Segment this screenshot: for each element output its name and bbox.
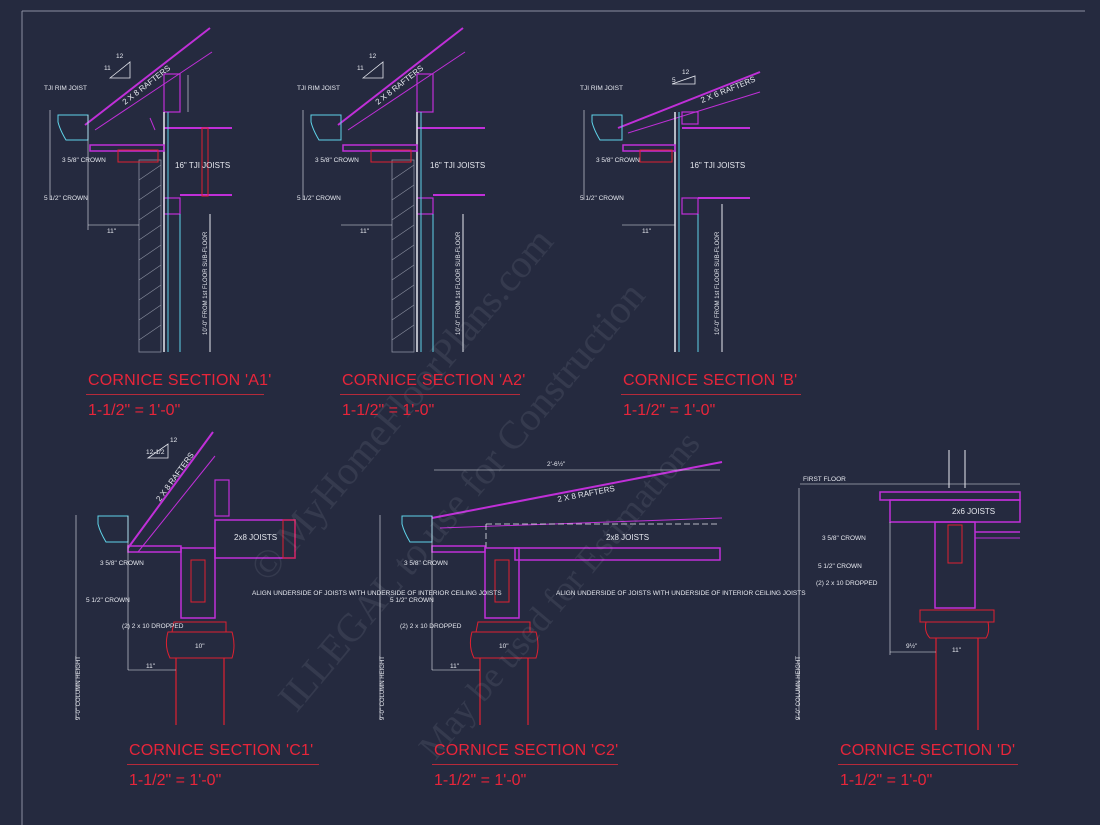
D-dim: 11"	[952, 647, 962, 654]
C1-pitch-rise: 12-1/2	[146, 449, 165, 456]
B-pitch-run: 12	[682, 69, 690, 76]
D-column-label: 9'-0" COLUMN HEIGHT	[796, 656, 802, 720]
scale-C1: 1-1/2" = 1'-0"	[129, 772, 222, 789]
A1-joists-label: 16" TJI JOISTS	[175, 161, 230, 170]
A2-pitch-run: 12	[369, 53, 377, 60]
A1-pitch-rise: 11	[104, 65, 111, 72]
title-A1: CORNICE SECTION 'A1'	[88, 372, 272, 389]
C2-top-dim: 2'-6½"	[547, 460, 566, 468]
C2-rafters-label: 2 X 8 RAFTERS	[557, 484, 616, 504]
title-B: CORNICE SECTION 'B'	[623, 372, 798, 389]
B-dim: 11"	[642, 228, 652, 235]
C1-crown1-label: 3 5/8" CROWN	[100, 560, 144, 567]
D-dim-small: 9½"	[906, 642, 918, 650]
A1-floor-label: 10'-0" FROM 1st FLOOR SUB-FLOOR	[203, 231, 209, 335]
C2-joists-label: 2x8 JOISTS	[606, 533, 649, 542]
D-dropped-label: (2) 2 x 10 DROPPED	[816, 580, 878, 587]
A2-floor-label: 10'-0" FROM 1st FLOOR SUB-FLOOR	[456, 231, 462, 335]
detail-A2	[302, 27, 485, 353]
A1-rim-label: TJI RIM JOIST	[44, 85, 87, 92]
C2-column-label: 9'-0" COLUMN HEIGHT	[380, 656, 386, 720]
D-joists-label: 2x6 JOISTS	[952, 507, 995, 516]
C2-dim2: 10"	[499, 643, 509, 650]
B-rim-label: TJI RIM JOIST	[580, 85, 623, 92]
title-underline-C1	[127, 764, 319, 765]
A2-joists-label: 16" TJI JOISTS	[430, 161, 485, 170]
C2-align-label: ALIGN UNDERSIDE OF JOISTS WITH UNDERSIDE…	[556, 590, 806, 597]
A1-pitch-run: 12	[116, 53, 124, 60]
title-C1: CORNICE SECTION 'C1'	[129, 742, 314, 759]
C1-column-label: 9'-0" COLUMN HEIGHT	[76, 656, 82, 720]
scale-C2: 1-1/2" = 1'-0"	[434, 772, 527, 789]
B-crown2-label: 5 1/2" CROWN	[580, 195, 624, 202]
C1-pitch-run: 12	[170, 437, 178, 444]
A1-crown2-label: 5 1/2" CROWN	[44, 195, 88, 202]
scale-D: 1-1/2" = 1'-0"	[840, 772, 933, 789]
A2-dim: 11"	[360, 228, 370, 235]
detail-C2	[379, 461, 723, 725]
detail-B	[583, 71, 761, 352]
title-underline-C2	[432, 764, 618, 765]
D-first-floor-label: FIRST FLOOR	[803, 476, 846, 483]
C1-dropped-label: (2) 2 x 10 DROPPED	[122, 623, 184, 630]
detail-C1	[75, 431, 296, 725]
A1-crown1-label: 3 5/8" CROWN	[62, 157, 106, 164]
scale-A2: 1-1/2" = 1'-0"	[342, 402, 435, 419]
B-crown1-label: 3 5/8" CROWN	[596, 157, 640, 164]
title-C2: CORNICE SECTION 'C2'	[434, 742, 619, 759]
C1-joists-label: 2x8 JOISTS	[234, 533, 277, 542]
C2-crown1-label: 3 5/8" CROWN	[404, 560, 448, 567]
C1-dim: 11"	[146, 663, 156, 670]
title-underline-B	[621, 394, 801, 395]
scale-B: 1-1/2" = 1'-0"	[623, 402, 716, 419]
C1-crown2-label: 5 1/2" CROWN	[86, 597, 130, 604]
detail-A1	[49, 27, 232, 353]
B-joists-label: 16" TJI JOISTS	[690, 161, 745, 170]
C2-dropped-label: (2) 2 x 10 DROPPED	[400, 623, 462, 630]
A1-dim: 11"	[107, 228, 117, 235]
title-A2: CORNICE SECTION 'A2'	[342, 372, 526, 389]
C2-dim: 11"	[450, 663, 460, 670]
C1-rafters-label: 2 X 8 RAFTERS	[154, 451, 196, 503]
B-floor-label: 10'-0" FROM 1st FLOOR SUB-FLOOR	[715, 231, 721, 335]
D-crown1-label: 3 5/8" CROWN	[822, 535, 866, 542]
A2-crown2-label: 5 1/2" CROWN	[297, 195, 341, 202]
A2-crown1-label: 3 5/8" CROWN	[315, 157, 359, 164]
D-crown2-label: 5 1/2" CROWN	[818, 563, 862, 570]
detail-D	[798, 450, 1021, 730]
title-D: CORNICE SECTION 'D'	[840, 742, 1016, 759]
A2-pitch-rise: 11	[357, 65, 364, 72]
C1-align-label: ALIGN UNDERSIDE OF JOISTS WITH UNDERSIDE…	[252, 590, 502, 597]
C1-dim2: 10"	[195, 643, 205, 650]
title-underline-D	[838, 764, 1018, 765]
C2-crown2-label: 5 1/2" CROWN	[390, 597, 434, 604]
title-underline-A2	[340, 394, 520, 395]
scale-A1: 1-1/2" = 1'-0"	[88, 402, 181, 419]
A2-rim-label: TJI RIM JOIST	[297, 85, 340, 92]
B-pitch-rise: 5	[672, 77, 676, 84]
title-underline-A1	[86, 394, 264, 395]
B-rafters-label: 2 X 6 RAFTERS	[699, 75, 756, 105]
